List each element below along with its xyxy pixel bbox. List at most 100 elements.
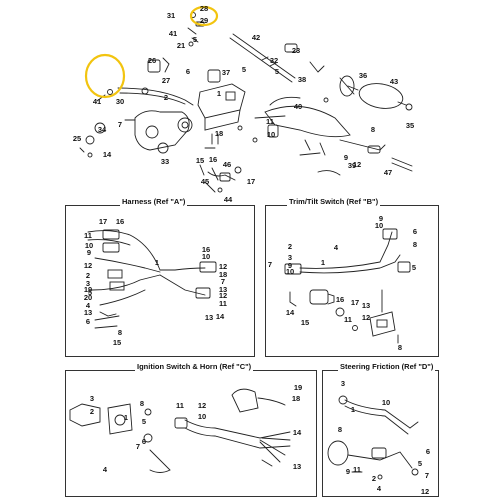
callout-top-10: 10: [267, 130, 275, 139]
callout-top-28: 28: [200, 4, 208, 13]
trim-panel-title: Trim/Tilt Switch (Ref "B"): [287, 197, 381, 206]
callout-top-32: 32: [270, 56, 278, 65]
callout-steering-9: 9: [346, 467, 350, 476]
callout-harness-10: 10: [85, 241, 93, 250]
callout-ignition-19: 19: [294, 383, 302, 392]
callout-harness-16: 16: [202, 245, 210, 254]
callout-trim-9: 9: [379, 214, 383, 223]
callout-top-36: 36: [359, 71, 367, 80]
steering-friction-panel: [322, 370, 439, 497]
callout-ignition-3: 3: [90, 394, 94, 403]
callout-top-5: 5: [275, 67, 279, 76]
callout-harness-17: 17: [99, 217, 107, 226]
callout-steering-11: 11: [353, 465, 361, 474]
callout-top-45: 45: [201, 177, 209, 186]
harness-art: [87, 229, 217, 329]
left-cable: [96, 57, 194, 106]
callout-top-17: 17: [247, 177, 255, 186]
callout-top-2: 2: [164, 93, 168, 102]
callout-trim-15: 15: [301, 318, 309, 327]
callout-harness-18: 18: [219, 270, 227, 279]
callout-steering-4: 4: [377, 484, 382, 493]
callout-steering-10: 10: [382, 398, 390, 407]
callout-ignition-4: 4: [103, 465, 108, 474]
callout-steering-5: 5: [418, 459, 422, 468]
callout-top-41: 41: [169, 29, 177, 38]
callout-top-15: 15: [196, 156, 204, 165]
callout-trim-7: 7: [268, 260, 272, 269]
callout-steering-8: 8: [338, 425, 342, 434]
callout-harness-16: 16: [116, 217, 124, 226]
callout-ignition-6: 6: [142, 437, 146, 446]
callout-top-47: 47: [384, 168, 392, 177]
steering-panel-title: Steering Friction (Ref "D"): [338, 362, 436, 371]
callout-ignition-7: 7: [136, 442, 140, 451]
callout-harness-12: 12: [219, 262, 227, 271]
callout-steering-3: 3: [341, 379, 345, 388]
callout-trim-14: 14: [286, 308, 295, 317]
callout-top-35: 35: [406, 121, 414, 130]
ignition-art: [69, 388, 291, 473]
callout-ignition-13: 13: [293, 462, 301, 471]
ignition-panel-title: Ignition Switch & Horn (Ref "C"): [135, 362, 254, 371]
callout-top-31: 31: [167, 11, 175, 20]
callout-top-39: 39: [348, 161, 356, 170]
callout-trim-2: 2: [288, 242, 292, 251]
callout-harness-12: 12: [84, 261, 92, 270]
callout-ignition-1: 1: [124, 413, 128, 422]
callout-top-27: 27: [162, 76, 170, 85]
callout-harness-3: 3: [86, 279, 90, 288]
callout-trim-3: 3: [288, 253, 292, 262]
callout-harness-11: 11: [219, 299, 227, 308]
callout-top-11: 11: [266, 117, 274, 126]
harness-panel-title: Harness (Ref "A"): [120, 197, 188, 206]
callout-top-14: 14: [103, 150, 112, 159]
callout-top-29: 29: [200, 16, 208, 25]
callout-top-5: 5: [242, 65, 246, 74]
callout-ignition-14: 14: [293, 428, 302, 437]
callout-ignition-5: 5: [142, 417, 146, 426]
callout-top-5: 5: [193, 35, 197, 44]
callout-trim-12: 12: [362, 313, 370, 322]
callout-harness-19: 19: [84, 285, 92, 294]
highlight-ring-top: [189, 5, 219, 27]
callout-steering-12: 12: [421, 487, 429, 496]
callout-trim-11: 11: [344, 315, 352, 324]
callout-harness-9: 9: [87, 248, 91, 257]
callout-harness-8: 8: [118, 328, 122, 337]
callout-trim-4: 4: [334, 243, 339, 252]
callout-steering-1: 1: [351, 405, 355, 414]
callout-ignition-12: 12: [198, 401, 206, 410]
callout-harness-20: 20: [84, 293, 92, 302]
callout-harness-2: 2: [86, 271, 90, 280]
callout-trim-16: 16: [336, 295, 344, 304]
callout-top-1: 1: [217, 89, 221, 98]
callout-top-40: 40: [294, 102, 302, 111]
callout-top-26: 26: [148, 56, 156, 65]
callout-top-46: 46: [223, 160, 231, 169]
callout-top-18: 18: [215, 129, 223, 138]
callout-top-16: 16: [209, 155, 217, 164]
callout-top-37: 37: [222, 68, 230, 77]
callout-trim-13: 13: [362, 301, 370, 310]
callout-harness-10: 10: [202, 252, 210, 261]
callout-trim-5: 5: [412, 263, 416, 272]
trim-art: [284, 228, 411, 344]
callout-harness-13: 13: [219, 285, 227, 294]
callout-trim-8: 8: [398, 343, 402, 352]
callout-top-34: 34: [98, 125, 107, 134]
callout-harness-6: 6: [86, 317, 90, 326]
callout-ignition-8: 8: [140, 399, 144, 408]
harness-stub: [199, 152, 341, 193]
arm-bracket: [237, 96, 413, 172]
callout-ignition-18: 18: [292, 394, 300, 403]
callout-trim-8: 8: [413, 240, 417, 249]
lower-bracket: [79, 110, 216, 158]
callout-harness-13: 13: [84, 308, 92, 317]
callout-harness-15: 15: [113, 338, 121, 347]
callout-top-7: 7: [118, 120, 122, 129]
ignition-horn-panel: [65, 370, 317, 497]
